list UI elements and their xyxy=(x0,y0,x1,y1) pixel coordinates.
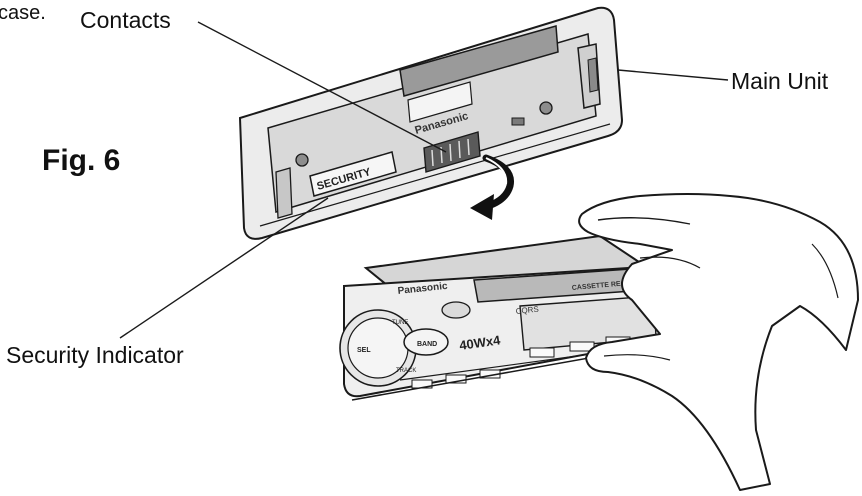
main-unit-label: Main Unit xyxy=(731,68,829,94)
security-indicator-leader-line xyxy=(119,197,329,339)
figure-label: Fig. 6 xyxy=(42,144,121,177)
panel-power-rating: 40Wx4 xyxy=(458,332,502,353)
main-unit-leader-line xyxy=(617,69,729,81)
panel-band-label: BAND xyxy=(417,341,437,348)
front-panel xyxy=(339,234,680,401)
security-indicator-label: Security Indicator xyxy=(6,342,184,368)
contacts-connector xyxy=(423,131,481,173)
case-text-fragment: case. xyxy=(0,2,46,24)
panel-sel-label: SEL xyxy=(357,347,371,354)
rotation-arrow xyxy=(470,154,514,220)
leader-lines xyxy=(119,21,729,339)
panel-track-label: TRACK xyxy=(396,368,416,374)
panel-brand: Panasonic xyxy=(397,281,448,297)
panel-tune-label: TUNE xyxy=(392,320,408,326)
contacts-label: Contacts xyxy=(80,7,171,33)
hand-illustration xyxy=(578,193,859,491)
panel-logo: CQRS xyxy=(515,305,539,316)
contacts-leader-line xyxy=(197,21,447,153)
